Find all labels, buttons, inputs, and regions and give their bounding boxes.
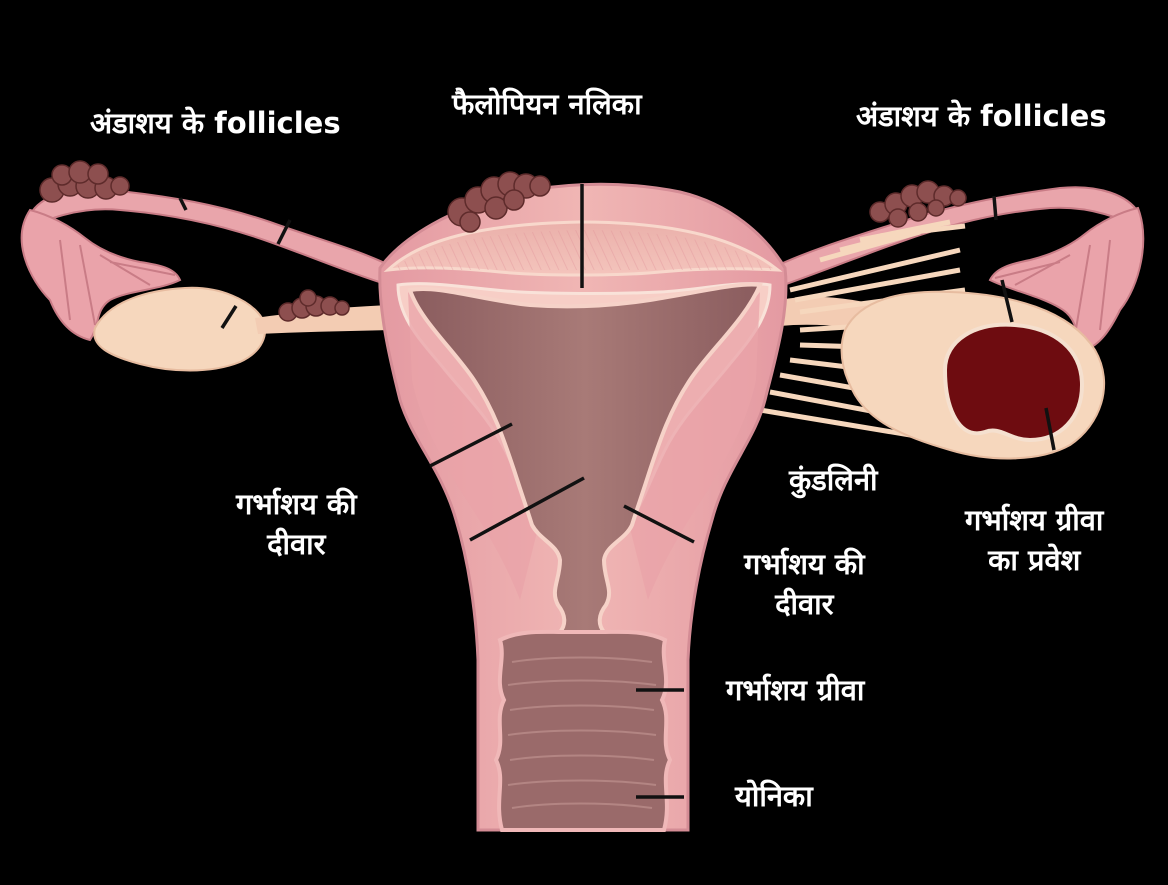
follicle-cluster-right xyxy=(869,180,967,228)
leader-ovary-left xyxy=(220,305,238,329)
label-uterine-wall-left-line2: दीवार xyxy=(267,527,326,561)
leader-follicle-right xyxy=(992,195,998,221)
leader-follicle-left-2 xyxy=(276,219,292,245)
label-vagina: योनिका xyxy=(735,779,813,813)
uterine-cavity xyxy=(407,282,763,634)
label-kundalini: कुंडलिनी xyxy=(789,463,878,497)
leader-wall-right xyxy=(623,504,695,544)
label-uterine-wall-left-line1: गर्भाशय की xyxy=(236,487,357,521)
leader-cervix-entrance xyxy=(1044,407,1056,451)
follicle-cluster-left-lower xyxy=(278,289,350,322)
label-cervix: गर्भाशय ग्रीवा xyxy=(726,673,865,707)
uterus xyxy=(378,182,788,832)
label-follicles-right: अंडाशय के follicles xyxy=(856,99,1107,133)
leader-follicle-left-1 xyxy=(178,197,188,211)
follicle-cluster-left xyxy=(39,160,130,203)
label-fallopian-tube: फैलोपियन नलिका xyxy=(452,87,642,121)
left-fallopian-tube xyxy=(20,188,397,342)
ovarian-cyst xyxy=(942,322,1085,443)
right-fallopian-tube xyxy=(770,186,1145,352)
label-uterine-wall-right-line1: गर्भाशय की xyxy=(744,547,865,581)
leader-lines xyxy=(178,184,1056,799)
label-uterine-wall-left: गर्भाशय की दीवार xyxy=(236,484,357,564)
label-uterine-wall-right-line2: दीवार xyxy=(775,587,834,621)
label-follicles-left: अंडाशय के follicles xyxy=(90,106,341,140)
leader-wall-left-2 xyxy=(469,476,585,542)
label-uterine-wall-right: गर्भाशय की दीवार xyxy=(744,544,865,624)
label-cervix-entrance: गर्भाशय ग्रीवा का प्रवेश xyxy=(965,500,1103,580)
leader-wall-left-1 xyxy=(429,422,513,468)
leader-kundalini xyxy=(1000,279,1014,323)
follicle-cluster-center xyxy=(447,171,551,233)
left-ovary xyxy=(93,286,395,372)
label-cervix-entrance-line2: का प्रवेश xyxy=(988,543,1081,577)
label-cervix-entrance-line1: गर्भाशय ग्रीवा xyxy=(965,503,1104,537)
